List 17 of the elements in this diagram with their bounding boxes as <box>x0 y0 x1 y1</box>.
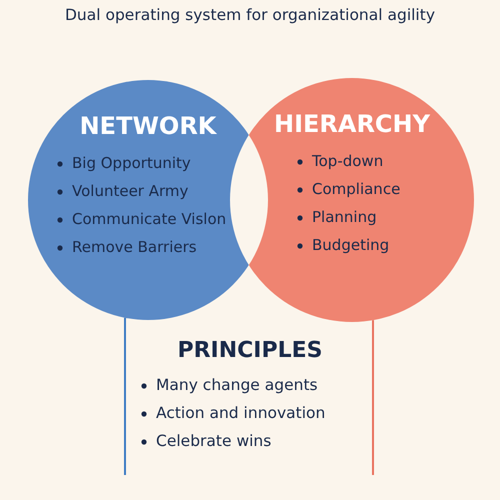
connector-line <box>372 320 374 475</box>
title-text: Dual operating system for organizational agility <box>64 6 436 24</box>
list-item: Compliance <box>312 180 400 198</box>
list-item: Action and innovation <box>156 404 326 422</box>
list-item: Remove Barriers <box>72 238 197 256</box>
section-heading: PRINCIPLES <box>176 338 324 363</box>
list-item: Planning <box>312 208 377 226</box>
list-item: Communicate Vislon <box>72 210 226 228</box>
list-item: Top-down <box>312 152 384 170</box>
list-item: Many change agents <box>156 376 318 394</box>
list-item: Big Opportunity <box>72 154 191 172</box>
circle-heading: NETWORK <box>78 112 218 140</box>
list-item: Celebrate wins <box>156 432 272 450</box>
circle-heading: HIERARCHY <box>272 110 432 138</box>
list-item: Volunteer Army <box>72 182 188 200</box>
list-item: Budgeting <box>312 236 390 254</box>
connector-line <box>124 318 126 475</box>
